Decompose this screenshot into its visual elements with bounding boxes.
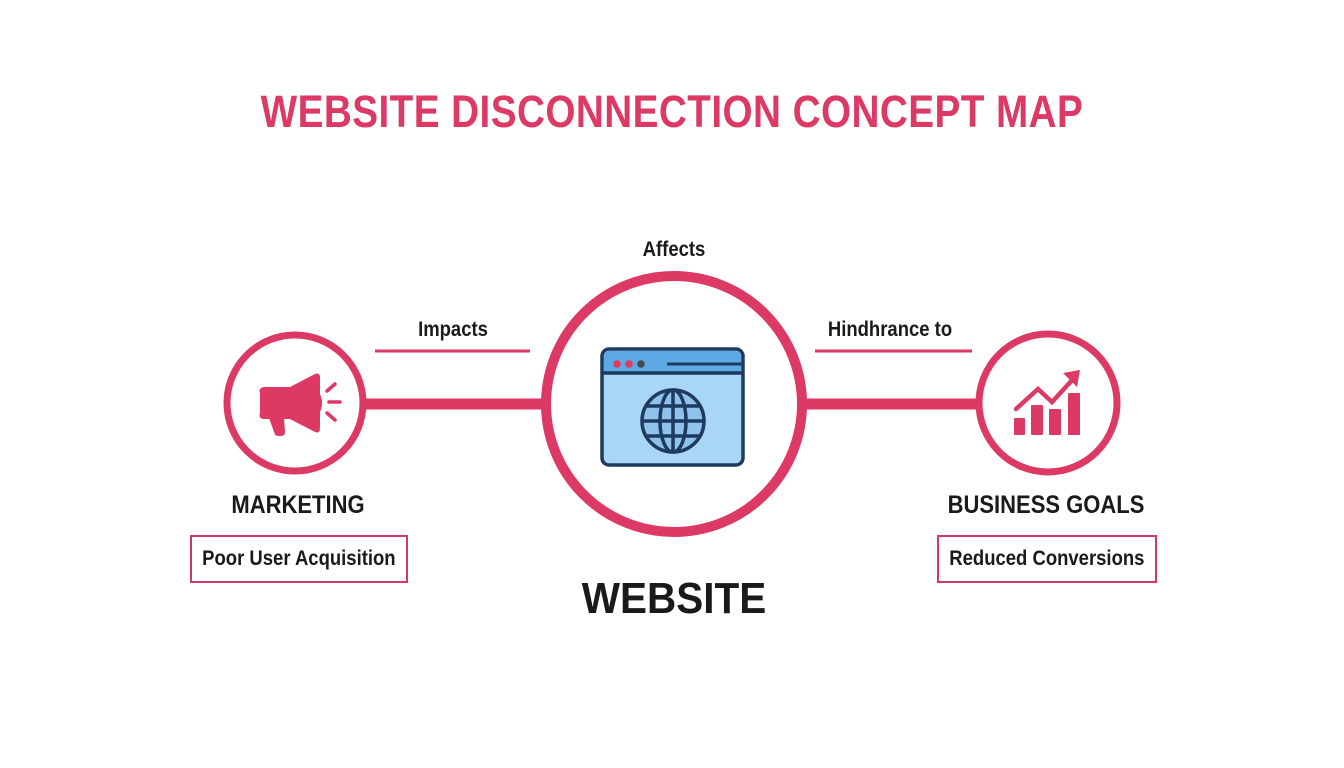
website-title: WEBSITE [581, 574, 767, 623]
marketing-result-box: Poor User Acquisition [190, 535, 408, 583]
megaphone-icon [259, 373, 342, 436]
business-goals-node [975, 330, 1121, 476]
business-goals-result-box: Reduced Conversions [937, 535, 1157, 583]
window-dot-gray [637, 360, 645, 368]
window-dot-red-2 [625, 360, 633, 368]
growth-chart-icon [1013, 370, 1080, 435]
page-title: WEBSITE DISCONNECTION CONCEPT MAP [260, 86, 1084, 137]
browser-globe-icon [600, 347, 745, 467]
window-dot-red [613, 360, 621, 368]
globe-icon [640, 388, 706, 454]
business-goals-result-text: Reduced Conversions [949, 547, 1145, 570]
edge-label-affects: Affects [642, 238, 706, 261]
marketing-node [223, 331, 367, 475]
business-goals-title: BUSINESS GOALS [947, 491, 1145, 519]
edge-label-impacts: Impacts [418, 318, 488, 341]
marketing-title: MARKETING [231, 491, 365, 519]
website-node [541, 271, 807, 537]
marketing-result-text: Poor User Acquisition [202, 547, 396, 570]
edge-label-hindrance: Hindhrance to [827, 318, 953, 341]
